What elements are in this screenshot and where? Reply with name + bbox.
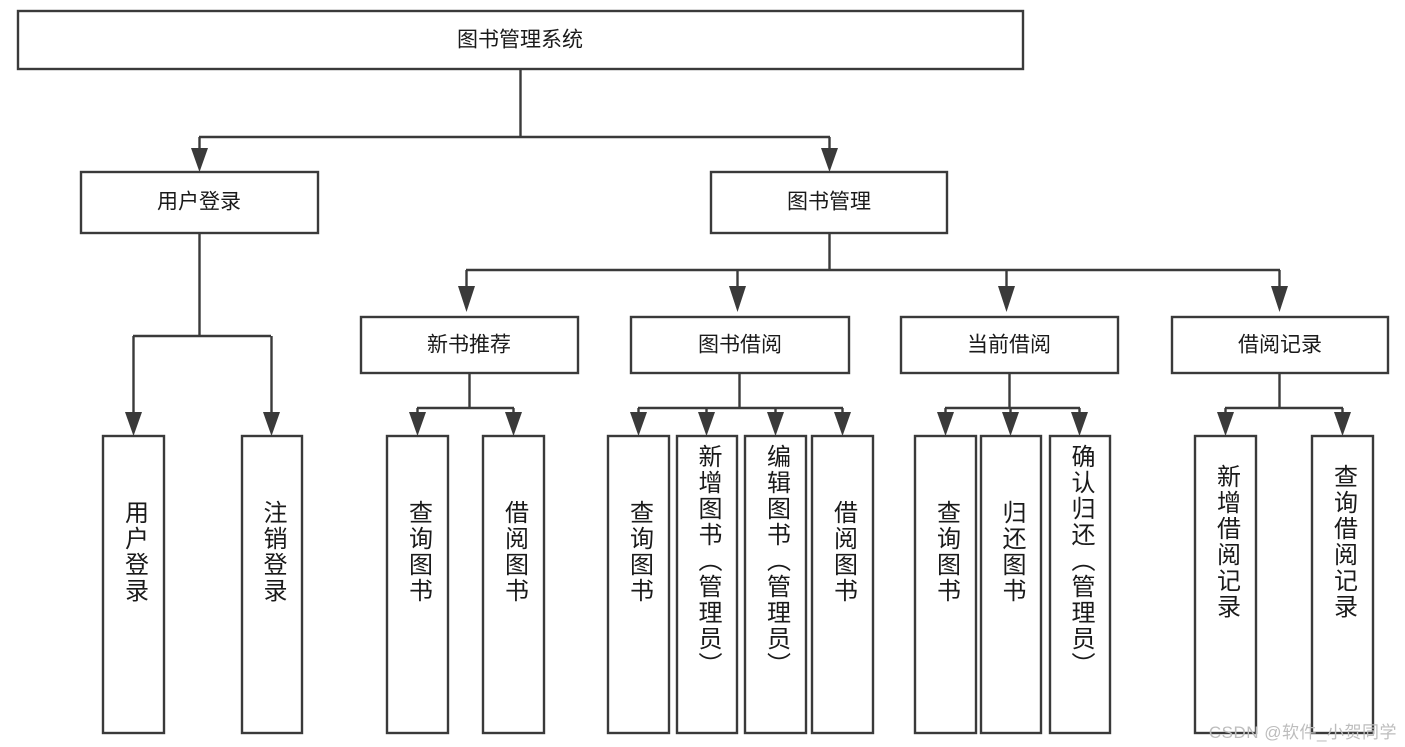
arrow-head-leaf-query-book-1 [409, 412, 426, 436]
node-book-manage[interactable] [709, 170, 949, 235]
connector-group-borrow-record [1217, 373, 1351, 436]
node-current-borrow-label: 当前借阅 [967, 334, 1051, 357]
watermark-text: CSDN @软件_小贺同学 [1208, 723, 1397, 742]
arrow-head-leaf-add-record [1217, 412, 1234, 436]
arrow-head-leaf-user-login [125, 412, 142, 436]
connector-group-current-borrow [937, 373, 1088, 436]
arrow-head-leaf-confirm-return [1071, 412, 1088, 436]
node-root[interactable] [16, 9, 1025, 71]
node-leaf-add-book[interactable] [675, 434, 739, 735]
node-borrow-record-label: 借阅记录 [1238, 334, 1322, 357]
node-root-label: 图书管理系统 [457, 29, 583, 52]
node-current-borrow[interactable] [899, 315, 1120, 375]
arrow-head-leaf-return-book [1002, 412, 1019, 436]
node-book-borrow-label: 图书借阅 [698, 334, 782, 357]
arrow-head-new-book-recommend [458, 286, 475, 312]
arrow-head-leaf-query-book-3 [937, 412, 954, 436]
arrow-head-user-login [191, 148, 208, 172]
node-leaf-borrow-book-1[interactable] [481, 434, 546, 735]
arrow-head-leaf-edit-book [767, 412, 784, 436]
node-user-login-label: 用户登录 [157, 191, 241, 214]
node-leaf-user-logout[interactable] [240, 434, 304, 735]
node-user-login[interactable] [79, 170, 320, 235]
node-book-manage-label: 图书管理 [787, 191, 871, 214]
arrow-head-current-borrow [998, 286, 1015, 312]
node-new-book-recommend-label: 新书推荐 [427, 334, 511, 357]
node-leaf-query-book-1[interactable] [385, 434, 450, 735]
arrow-head-leaf-query-book-2 [630, 412, 647, 436]
node-leaf-add-record[interactable] [1193, 434, 1258, 735]
node-leaf-query-record[interactable] [1310, 434, 1375, 735]
node-borrow-record[interactable] [1170, 315, 1390, 375]
node-new-book-recommend[interactable] [359, 315, 580, 375]
connector-group-new-book-recommend [409, 373, 522, 436]
arrow-head-leaf-borrow-book-1 [505, 412, 522, 436]
node-leaf-query-book-3[interactable] [913, 434, 978, 735]
arrow-head-book-manage [821, 148, 838, 172]
arrow-head-leaf-add-book [698, 412, 715, 436]
node-leaf-query-book-2[interactable] [606, 434, 671, 735]
connector-group-root [191, 70, 838, 172]
node-leaf-user-login[interactable] [101, 434, 166, 735]
arrow-head-book-borrow [729, 286, 746, 312]
connector-group-book-manage [458, 233, 1288, 312]
node-leaf-return-book[interactable] [979, 434, 1043, 735]
connector-group-book-borrow [630, 373, 851, 436]
arrow-head-leaf-borrow-book-2 [834, 412, 851, 436]
node-book-borrow[interactable] [629, 315, 851, 375]
node-leaf-edit-book[interactable] [743, 434, 808, 735]
node-leaf-confirm-return[interactable] [1048, 434, 1112, 735]
arrow-head-borrow-record [1271, 286, 1288, 312]
arrow-head-leaf-query-record [1334, 412, 1351, 436]
node-leaf-borrow-book-2[interactable] [810, 434, 875, 735]
connector-group-user-login [125, 233, 280, 436]
arrow-head-leaf-user-logout [263, 412, 280, 436]
